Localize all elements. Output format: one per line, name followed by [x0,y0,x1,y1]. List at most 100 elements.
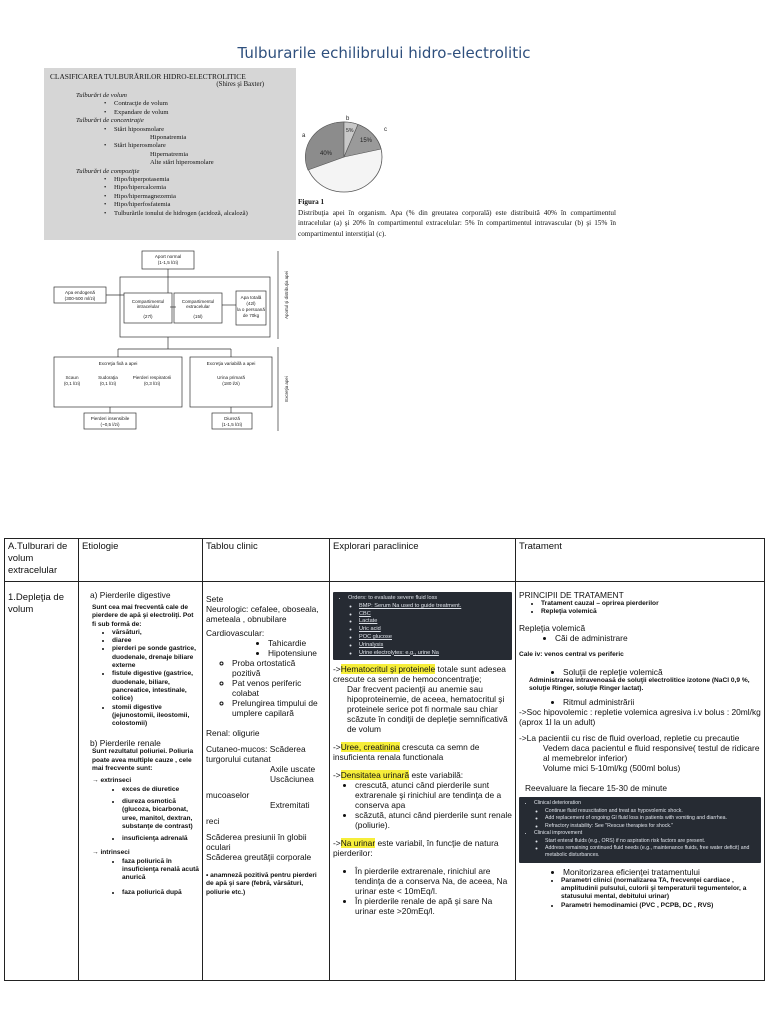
para-hema-p2: Dar frecvent pacienţii au anemie sau hip… [347,684,508,735]
etiology-cell: a) Pierderile digestive Sunt cea mai fre… [78,581,203,981]
list-item: Parametri hemodinamici (PVC , PCPB, DC ,… [561,902,761,910]
figure-name: Figura 1 [298,198,325,206]
flow-urina: Urina primară [217,375,245,380]
list-subitem: Hiponatremia [150,134,187,142]
list-item: Prelungirea timpului de umplere capilară [232,698,326,718]
box-heading: Clinical deterioration [534,800,581,807]
pie-label-c: c [384,127,387,133]
pie-slice-a [304,121,345,171]
list-item: Continue fluid resuscitation and treat a… [545,808,757,815]
clinic-reci: reci [206,816,220,826]
classification-heading: CLASIFICAREA TULBURĂRILOR HIDRO-ELECTROL… [50,72,246,81]
flow-resp-v: (0,3 l/zi) [144,381,161,386]
list-item: Stări hiperosmolare [54,142,290,151]
trat-risc3: Volume mici 5-10ml/kg (500ml bolus) [543,763,681,774]
clinical-cell: Sete Neurologic: cefalee, oboseala, amet… [202,581,330,981]
para-dens: ->Densitatea urinară este variabilă: [333,770,512,781]
list-item: Urine electrolytes: e.g., urine Na [359,650,508,658]
flow-scaun-v: (0,1 l/zi) [64,381,81,386]
header-cell: A.Tulburari de volum extracelular [4,538,79,582]
pie-value-a: 40% [320,151,333,157]
trat-risc2: Vedem daca pacientul e fluid responsive(… [543,743,760,764]
list-item: Hipo/hipermagnezemia [54,193,290,202]
flow-extra-val: (15l) [193,314,203,319]
list-item: Hipotensiune [268,648,326,658]
list-item: CBC [359,611,508,619]
group-concentration: Tulburări de concentraţie [76,117,144,125]
flow-total-v1: (42l) [246,301,256,306]
header-cell: Tratament [515,538,765,582]
box-compartments [119,276,271,338]
list-item: fistule digestive (gastrice, duodenale, … [112,670,199,703]
dens-list: crescută, atunci când pierderile sunt ex… [333,780,512,830]
list-item: diureza osmotică (glucoza, bicarbonat, u… [122,798,199,831]
pie-value-c: 15% [360,138,373,144]
header-cell: Explorari paraclinice [329,538,516,582]
clinic-uscaciunea: Uscăciunea [270,774,314,784]
hema-highlight: Hematocritul şi proteinele [340,664,436,675]
list-item: Expandare de volum [54,109,290,118]
flow-side-top: Aportul şi distribuţia apei [284,271,289,319]
list-item: Hipo/hipercalcemia [54,184,290,193]
solutii-list: Soluţii de repleţie volemică [519,667,761,677]
orders-heading: Orders: to evaluate severe fluid loss [348,595,438,601]
list-subitem: Alte stări hiperosmolare [150,159,214,167]
flow-resp: Pierderi respiratorii [133,375,172,380]
etio-ext-list: exces de diuretice diureza osmotică (glu… [82,786,199,844]
list-item: Proba ortostatică pozitivă [232,658,326,678]
box-fixa [53,356,183,408]
list-item: În pierderile renale de apă şi sare Na u… [355,896,512,916]
flow-sud-v: (0,1 l/zi) [100,381,117,386]
etio-a-title: a) Pierderile digestive [90,590,171,600]
flow-side-bot: Excreţia apei [284,376,289,401]
flow-var: Excreţia variabilă a apei [207,361,256,366]
list-item: vărsături, [112,629,199,637]
box-heading: Clinical improvement [534,830,583,837]
list-item: insuficienţa adrenală [122,835,199,843]
list-item: Contracţie de volum [54,100,290,109]
paraclinical-cell: Orders: to evaluate severe fluid loss BM… [329,581,516,981]
etio-b-int: → intrinseci [92,849,130,857]
etio-a-list: vărsături, diaree pierderi pe sonde gast… [82,629,199,729]
flow-diureza: Diureză [224,416,240,421]
trat-cai: Căi de administrare [555,633,761,643]
flow-scaun: Scaun [65,375,78,380]
list-item: stomii digestive (jejunostomii, ileostom… [112,704,199,729]
clinic-extremitati: Extremitati [270,800,310,810]
flow-sud: Sudoraţia [98,375,118,380]
monit-list: Monitorizarea eficienţei tratamentului [519,867,761,877]
orders-box: Orders: to evaluate severe fluid loss BM… [333,592,512,661]
list-item: POC glucose [359,634,508,642]
list-item: faza poliurică în insuficienţa renală ac… [122,858,199,883]
table-header-row: A.Tulburari de volum extracelular Etiolo… [4,538,765,582]
list-item: faza poliurică după [122,889,199,897]
list-item: Urinalysis [359,642,508,650]
arrow-glyph: -> [333,838,341,849]
clinic-anamneza: • anamneză pozitivă pentru pierderi de a… [206,872,317,896]
flow-endo-val: (300-500 ml/zi) [65,296,96,301]
clinic-circ-list: Proba ortostatică pozitivă Pat venos per… [206,658,326,718]
trat-monit: Monitorizarea eficienţei tratamentului [563,867,761,877]
list-item: crescută, atunci când pierderile sunt ex… [355,780,512,810]
list-item: exces de diuretice [122,786,199,794]
flow-aport: Aport normal [155,254,181,259]
etio-b-ext: → extrinseci [92,777,132,785]
list-subitem: Hipernatremia [150,150,189,158]
na-text: este variabil, în funcţie de natura pier… [333,838,499,859]
header-cell: Etiologie [78,538,203,582]
para-uree: ->Uree, creatinina crescuta ca semn de i… [333,742,512,762]
figure-caption-block: Figura 1 Distribuţia apei în organism. A… [298,197,616,239]
clinic-scaderea-pres: Scăderea presiunii în globii oculari [206,832,307,852]
list-item: BMP: Serum Na used to guide treatment. [359,603,508,611]
etio-int-label: intrinseci [100,849,130,857]
para-na: ->Na urinar este variabil, în funcţie de… [333,838,512,858]
classification-figure: CLASIFICAREA TULBURĂRILOR HIDRO-ELECTROL… [44,68,296,240]
etio-int-list: faza poliurică în insuficienţa renală ac… [82,858,199,897]
trat-replete: Repleţia volemică [519,622,586,633]
list-item: Hipo/hiperpotasemia [54,176,290,185]
dens-text: este variabilă: [409,770,464,781]
principii-list: Tratament cauzal – oprirea pierderilor R… [519,600,761,617]
clinic-cardio: Cardiovascular: [206,628,265,638]
list-item: Uric acid [359,626,508,634]
